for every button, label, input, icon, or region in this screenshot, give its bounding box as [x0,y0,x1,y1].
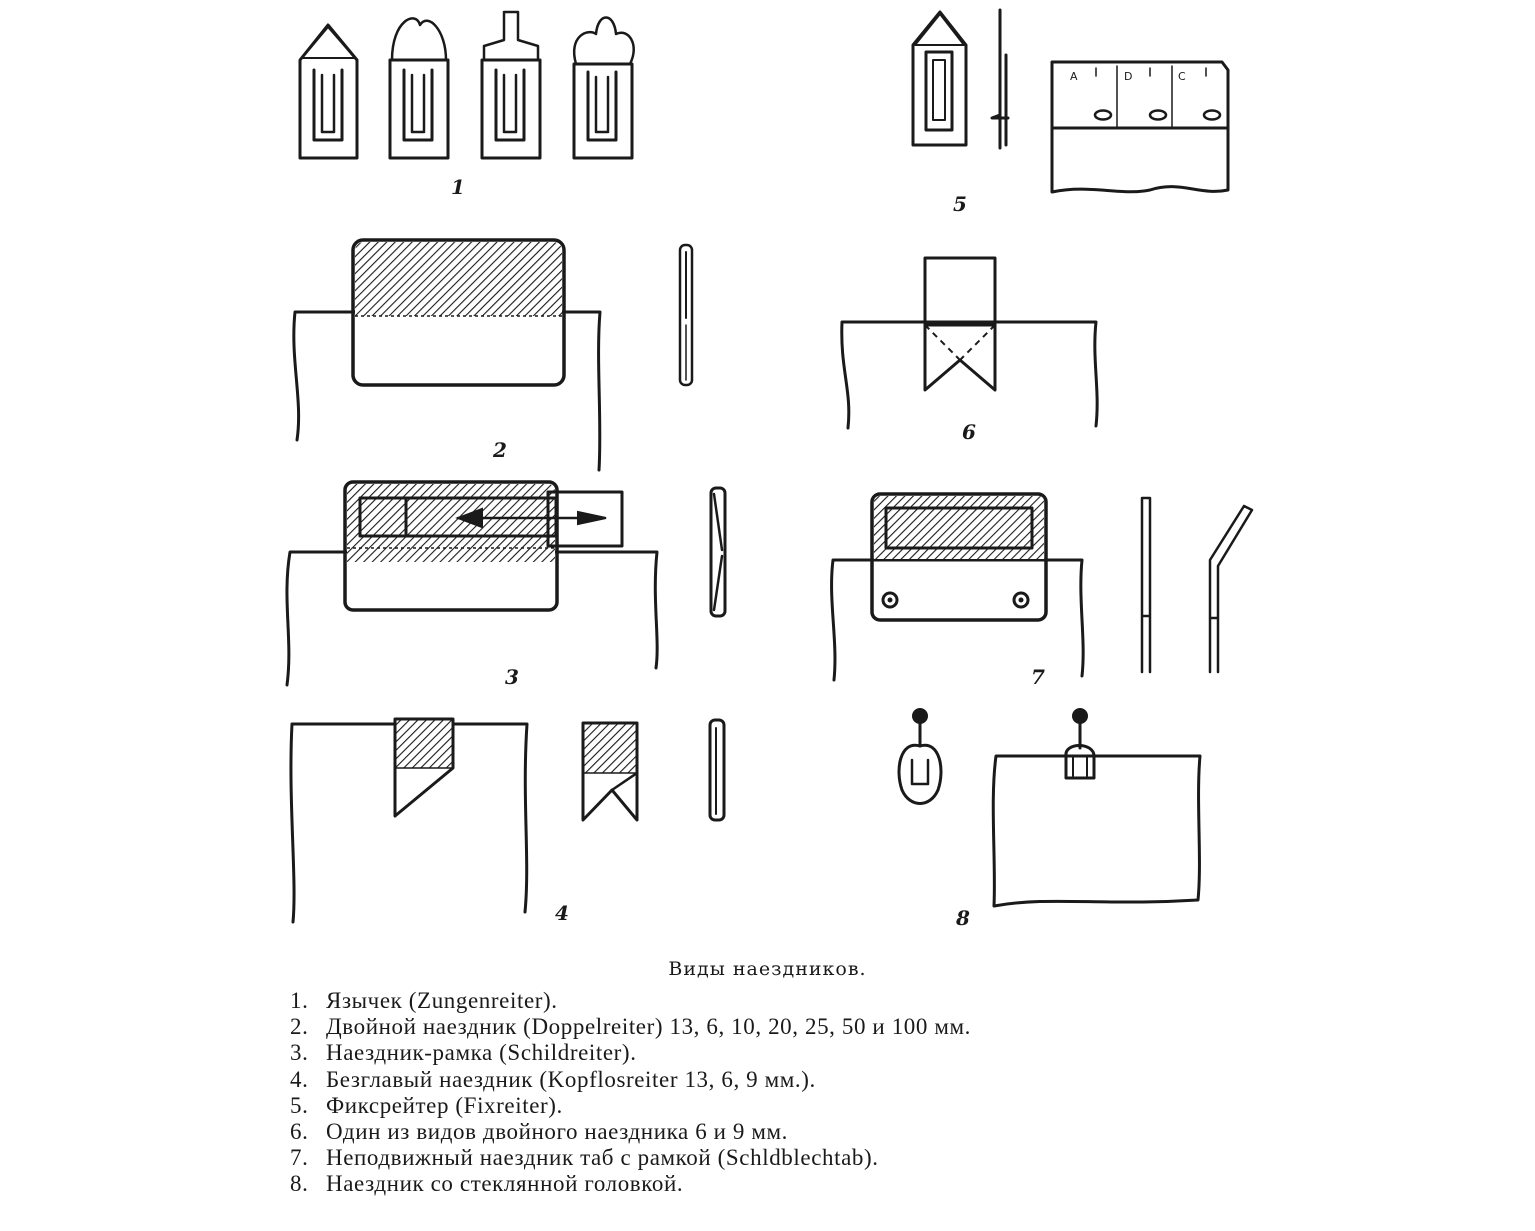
legend-item: 6. Один из видов двойного наездника 6 и 9… [290,1119,971,1145]
fig7-number: 7 [1031,665,1045,689]
legend-item-number: 4. [290,1066,309,1092]
legend-item-number: 6. [290,1119,309,1145]
fig2-number: 2 [492,438,507,462]
legend-item: 8. Наездник со стеклянной головкой. [290,1171,971,1197]
fig5-tab-letter-d: D [1124,70,1132,83]
fig8-glass-head-rider [897,708,1202,908]
fig2-double-rider [292,238,694,472]
legend-item: 3. Наездник-рамка (Schildreiter). [290,1040,971,1066]
fig5-fixreiter: A D C [911,8,1230,194]
fig7-fixed-tab [830,492,1254,682]
legend-item: 7. Неподвижный наездник таб с рамкой (Sch… [290,1145,971,1171]
fig4-headless-rider [289,717,726,924]
fig8-number: 8 [955,906,970,930]
fig5-number: 5 [953,192,967,216]
fig1-rider-stem [480,10,542,160]
legend-item-text: Наездник со стеклянной головкой. [326,1171,684,1197]
legend-item: 1. Язычек (Zungenreiter). [290,988,971,1014]
fig3-number: 3 [505,665,519,689]
fig6-double-rider-variant [840,256,1099,430]
legend-item-number: 7. [290,1145,309,1171]
legend-item-text: Язычек (Zungenreiter). [326,988,558,1013]
legend-item-number: 8. [290,1171,309,1197]
rider-types-figure: 1 A D C 5 2 [285,8,1254,930]
legend-item: 2. Двойной наездник (Doppelreiter) 13, 6,… [290,1014,971,1040]
legend-item: 5. Фиксрейтер (Fixreiter). [290,1093,971,1119]
fig1-rider-crown [572,16,635,160]
legend-item-text: Наездник-рамка (Schildreiter). [326,1040,637,1066]
legend-item-text: Безглавый наездник (Kopflosreiter 13, 6,… [326,1066,816,1092]
fig1-rider-pointed [298,23,359,160]
fig5-tab-letter-a: A [1070,70,1078,83]
fig5-tab-letter-c: C [1178,70,1186,83]
legend-item-number: 2. [290,1014,309,1040]
fig4-number: 4 [555,901,569,925]
fig1-number: 1 [451,175,465,199]
legend-item: 4. Безглавый наездник (Kopflosreiter 13, … [290,1067,971,1093]
caption-title: Виды наездников. [668,958,867,980]
fig1-rider-round [388,17,450,160]
legend-item-text: Фиксрейтер (Fixreiter). [326,1092,563,1118]
legend-item-number: 3. [290,1040,309,1066]
legend-item-number: 5. [290,1092,309,1118]
legend-item-text: Неподвижный наездник таб с рамкой (Schld… [326,1145,879,1171]
legend-item-number: 1. [290,988,309,1013]
legend-item-text: Один из видов двойного наездника 6 и 9 м… [326,1119,789,1145]
legend-item-text: Двойной наездник (Doppelreiter) 13, 6, 1… [326,1014,971,1040]
caption-legend: 1. Язычек (Zungenreiter). 2. Двойной наезд… [290,988,971,1198]
fig3-frame-rider [285,480,727,687]
fig1-tongue-riders [298,10,635,160]
fig6-number: 6 [962,420,976,444]
